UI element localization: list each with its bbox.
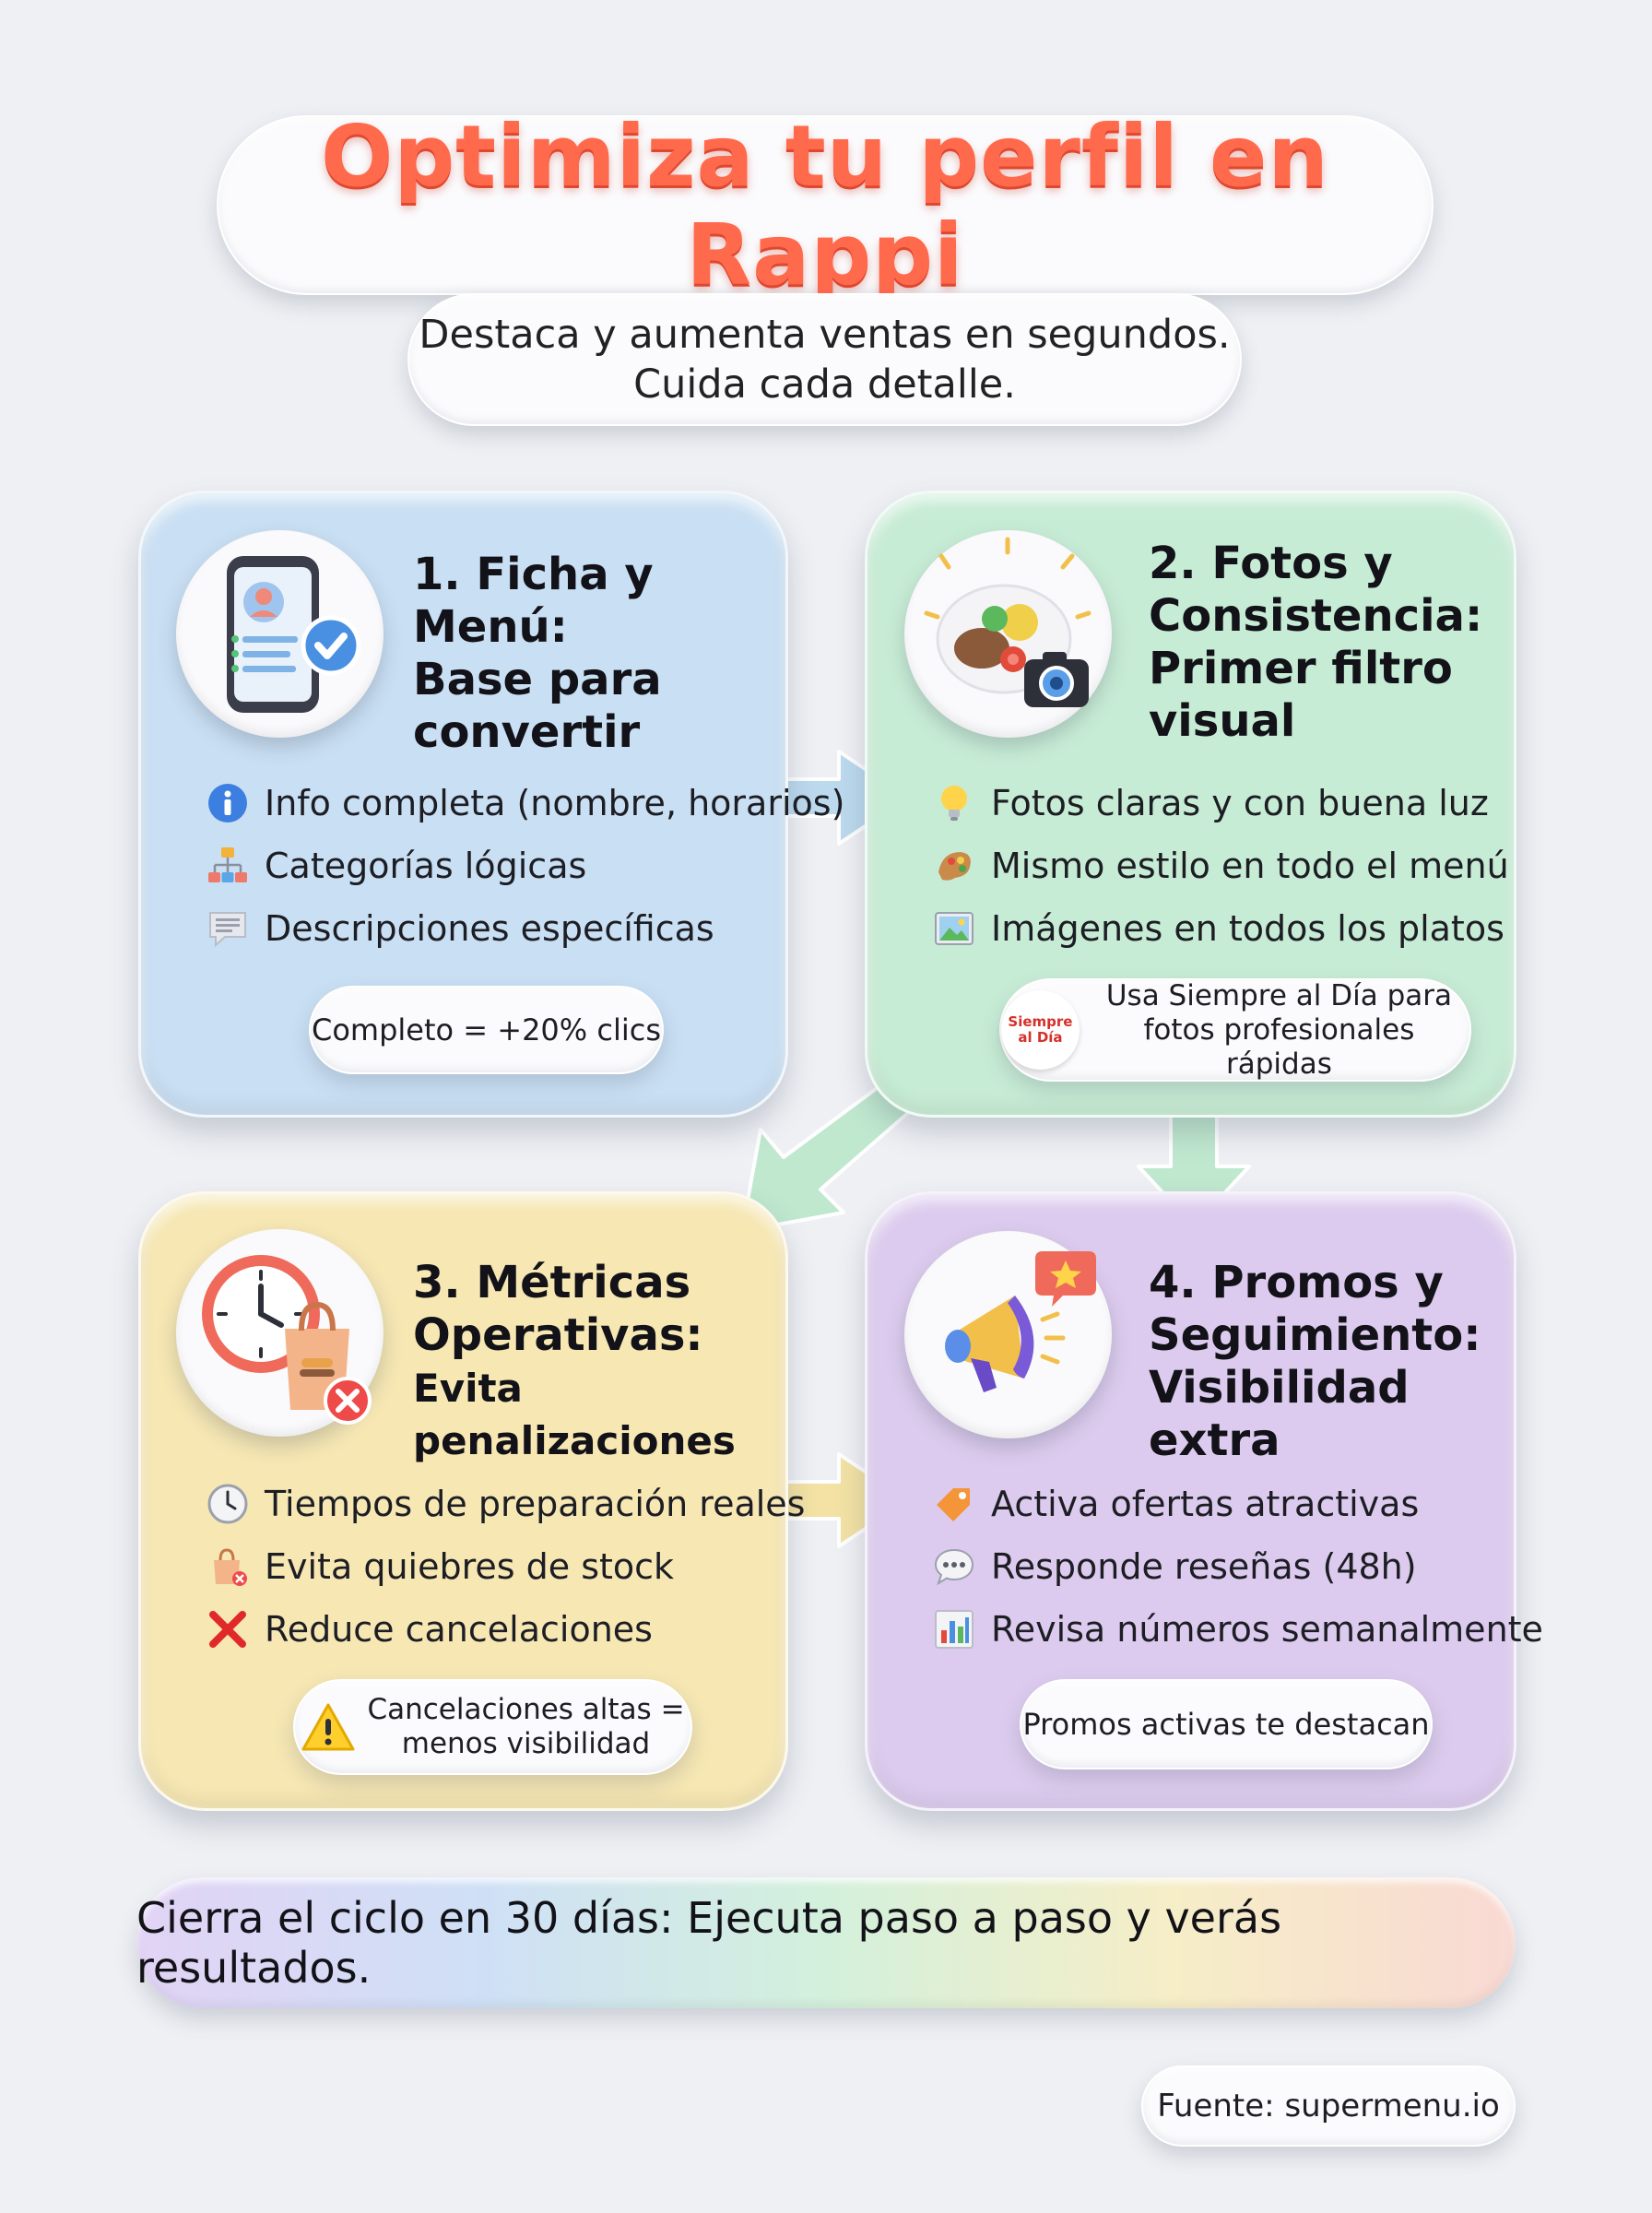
card-3-tip-line-2: menos visibilidad — [401, 1727, 651, 1760]
title-pill: Optimiza tu perfil en Rappi — [217, 107, 1434, 304]
card-1-tip: Completo = +20% clics — [309, 986, 664, 1074]
warning-icon — [301, 1703, 355, 1751]
list-item: Descripciones específicas — [204, 905, 714, 953]
info-icon — [204, 779, 252, 827]
card-ficha-menu: 1. Ficha y Menú: Base para convertir Inf… — [138, 491, 844, 1118]
card-promos-seguimiento: 4. Promos y Seguimiento: Visibilidad ext… — [865, 1191, 1543, 1811]
card-fotos-consistencia: 2. Fotos y Consistencia: Primer filtro v… — [865, 491, 1516, 1118]
list-item: Info completa (nombre, horarios) — [204, 779, 844, 827]
card-3-tip-line-1: Cancelaciones altas = — [367, 1693, 685, 1726]
clock-bag-icon — [176, 1229, 384, 1437]
list-item: Revisa números semanalmente — [930, 1605, 1543, 1653]
list-item: Categorías lógicas — [204, 842, 586, 890]
list-item: Imágenes en todos los platos — [930, 905, 1504, 953]
list-item: Mismo estilo en todo el menú — [930, 842, 1509, 890]
card-4-tip: Promos activas te destacan — [1020, 1679, 1433, 1769]
page-title: Optimiza tu perfil en Rappi — [321, 106, 1329, 304]
chart-icon — [930, 1605, 978, 1653]
list-item: Tiempos de preparación reales — [204, 1480, 805, 1528]
hierarchy-icon — [204, 842, 252, 890]
card-2-tip-line-2: fotos profesionales rápidas — [1143, 1012, 1415, 1081]
card-2-tip-line-1: Usa Siempre al Día para — [1105, 978, 1452, 1012]
subtitle-line-2: Cuida cada detalle. — [633, 361, 1016, 408]
bag-icon — [204, 1543, 252, 1591]
cross-icon — [204, 1605, 252, 1653]
card-4-title: 4. Promos y Seguimiento: Visibilidad ext… — [1149, 1257, 1481, 1466]
source-badge[interactable]: Fuente: supermenu.io — [1141, 2065, 1516, 2147]
siempre-al-dia-logo: Siempre al Día — [1001, 990, 1080, 1070]
list-item: Reduce cancelaciones — [204, 1605, 653, 1653]
card-1-title: 1. Ficha y Menú: Base para convertir — [413, 549, 662, 758]
subtitle-line-1: Destaca y aumenta ventas en segundos. — [419, 312, 1231, 358]
speech-icon — [930, 1543, 978, 1591]
note-icon — [204, 905, 252, 953]
megaphone-icon — [904, 1231, 1112, 1438]
card-3-title: 3. Métricas Operativas: Evita penalizaci… — [413, 1257, 736, 1463]
card-metricas-operativas: 3. Métricas Operativas: Evita penalizaci… — [138, 1191, 805, 1811]
list-item: Evita quiebres de stock — [204, 1543, 674, 1591]
clock-icon — [204, 1480, 252, 1528]
source-text: Fuente: supermenu.io — [1157, 2088, 1500, 2124]
list-item: Responde reseñas (48h) — [930, 1543, 1417, 1591]
card-2-tip: Siempre al Día Usa Siempre al Día para f… — [999, 978, 1471, 1082]
list-item: Fotos claras y con buena luz — [930, 779, 1489, 827]
footer-cta-bar: Cierra el ciclo en 30 días: Ejecuta paso… — [136, 1877, 1516, 2008]
palette-icon — [930, 842, 978, 890]
tag-icon — [930, 1480, 978, 1528]
food-camera-icon — [904, 530, 1112, 738]
subtitle-pill: Destaca y aumenta ventas en segundos. Cu… — [407, 293, 1242, 426]
footer-cta: Cierra el ciclo en 30 días: Ejecuta paso… — [136, 1893, 1282, 1993]
image-icon — [930, 905, 978, 953]
phone-profile-icon — [176, 530, 384, 738]
card-3-tip: Cancelaciones altas = menos visibilidad — [293, 1679, 692, 1775]
lightbulb-icon — [930, 779, 978, 827]
list-item: Activa ofertas atractivas — [930, 1480, 1419, 1528]
card-2-title: 2. Fotos y Consistencia: Primer filtro v… — [1149, 538, 1483, 747]
